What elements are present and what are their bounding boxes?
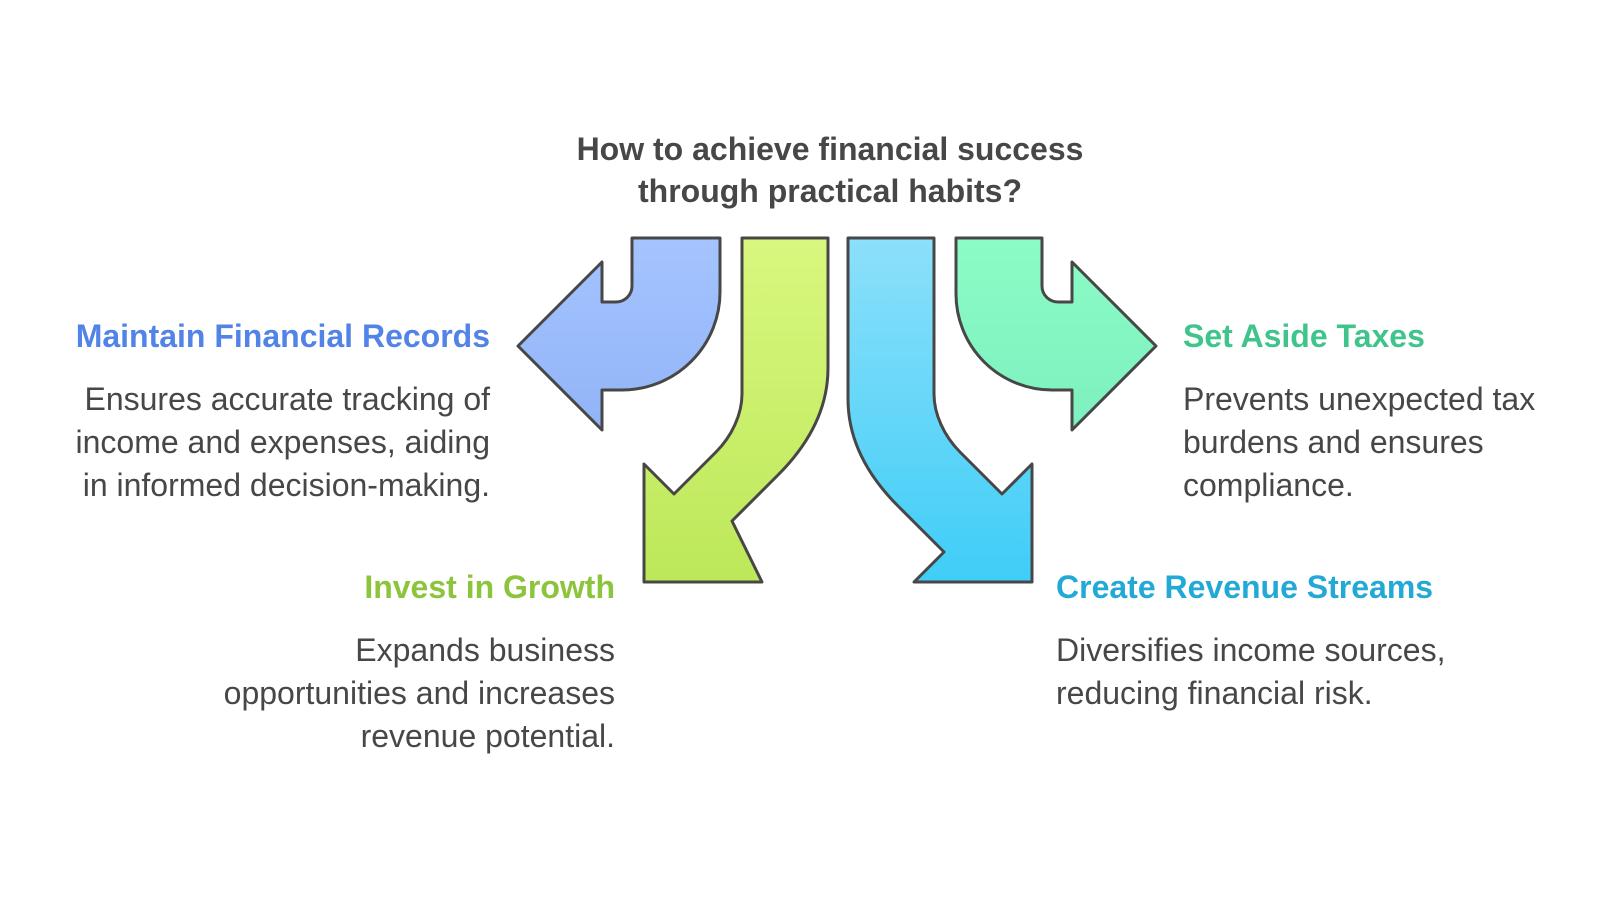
description-line: revenue potential.	[360, 718, 615, 754]
description-line: Prevents unexpected tax	[1183, 381, 1536, 417]
revenue-arrow	[846, 236, 1034, 584]
records-arrow	[516, 236, 722, 432]
set-aside-taxes-heading: Set Aside Taxes	[1183, 318, 1425, 354]
page-title-line-2: through practical habits?	[637, 173, 1023, 209]
page-title: How to achieve financial success through…	[500, 128, 1160, 212]
set-aside-taxes-description: Prevents unexpected tax burdens and ensu…	[1183, 378, 1535, 507]
create-revenue-streams-heading: Create Revenue Streams	[1056, 569, 1434, 605]
maintain-financial-records-heading: Maintain Financial Records	[75, 318, 490, 354]
invest-in-growth-heading: Invest in Growth	[364, 569, 615, 605]
growth-arrow	[642, 236, 830, 584]
description-line: in informed decision-making.	[82, 467, 490, 503]
description-line: opportunities and increases	[223, 675, 615, 711]
invest-in-growth-description: Expands business opportunities and incre…	[224, 629, 615, 758]
description-line: Diversifies income sources,	[1056, 632, 1446, 668]
invest-in-growth-item: Invest in Growth Expands business opport…	[224, 567, 615, 758]
create-revenue-streams-description: Diversifies income sources, reducing fin…	[1056, 629, 1445, 715]
description-line: income and expenses, aiding	[75, 424, 491, 460]
description-line: reducing financial risk.	[1056, 675, 1373, 711]
maintain-financial-records-description: Ensures accurate tracking of income and …	[76, 378, 491, 507]
description-line: Ensures accurate tracking of	[84, 381, 490, 417]
description-line: burdens and ensures	[1183, 424, 1484, 460]
description-line: compliance.	[1183, 467, 1354, 503]
maintain-financial-records-item: Maintain Financial Records Ensures accur…	[76, 316, 491, 507]
page-title-line-1: How to achieve financial success	[576, 131, 1084, 167]
create-revenue-streams-item: Create Revenue Streams Diversifies incom…	[1056, 567, 1445, 715]
taxes-arrow	[954, 236, 1158, 432]
description-line: Expands business	[355, 632, 615, 668]
set-aside-taxes-item: Set Aside Taxes Prevents unexpected tax …	[1183, 316, 1535, 507]
